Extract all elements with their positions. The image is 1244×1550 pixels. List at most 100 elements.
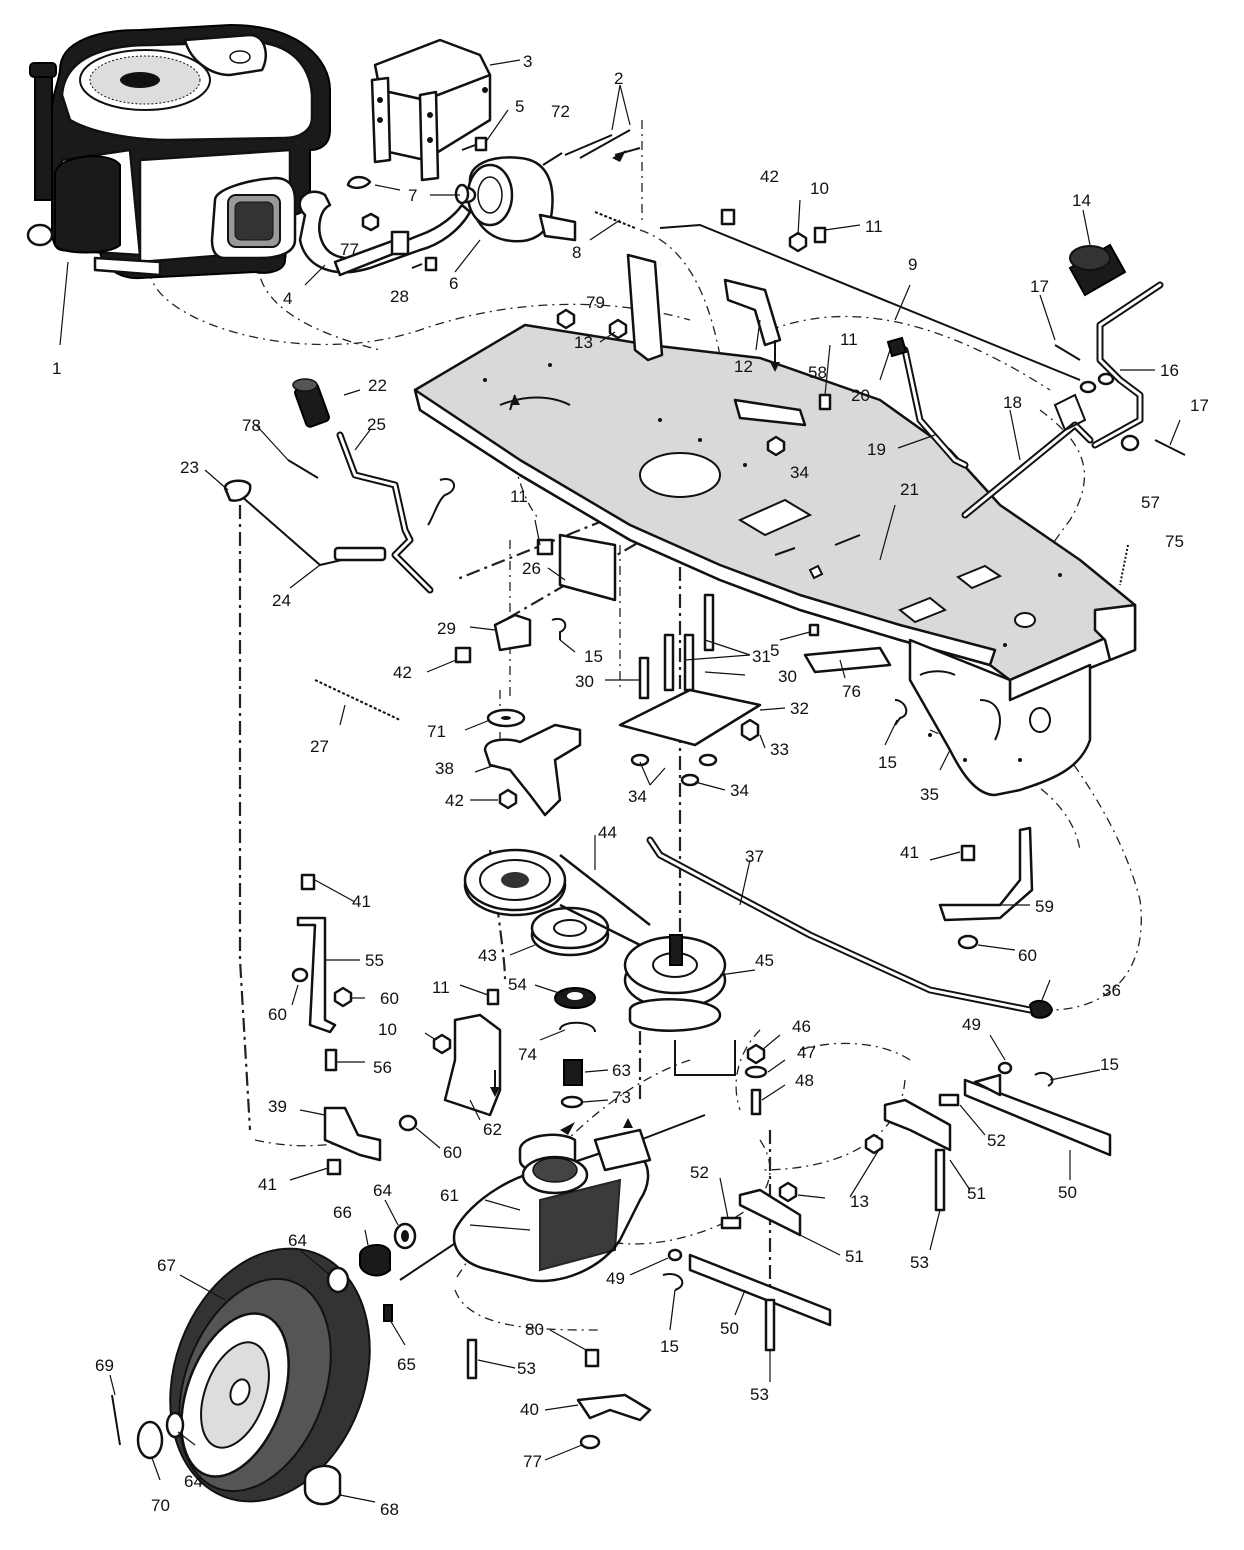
- spring-27: [314, 679, 401, 721]
- exhaust-clamp: [454, 183, 470, 205]
- callout-8: 8: [572, 243, 581, 262]
- callout-11a: 11: [865, 217, 883, 236]
- idler-pulley-43: [530, 906, 610, 957]
- cotter-pin-17b: [1154, 439, 1186, 456]
- bushing-68: [303, 1464, 342, 1506]
- bracket-39: [323, 1106, 382, 1162]
- link-50-upper: [963, 1073, 1112, 1157]
- callout-13a: 13: [574, 333, 593, 352]
- spring-72: [542, 152, 563, 166]
- muffler: [457, 156, 577, 243]
- callout-30a: 30: [575, 672, 594, 691]
- bolt-5-lower: [808, 623, 820, 637]
- callout-32: 32: [790, 699, 809, 718]
- callout-11b: 11: [840, 330, 858, 349]
- muffler-guard: [370, 38, 492, 182]
- washer-64-left: [165, 1411, 185, 1439]
- engine: [26, 23, 331, 280]
- bracket-58: [733, 398, 807, 427]
- callout-4: 4: [283, 289, 292, 308]
- bolts-30-31: [638, 593, 715, 700]
- callout-42a: 42: [760, 167, 779, 186]
- callout-42b: 42: [393, 663, 412, 682]
- callout-50a: 50: [1058, 1183, 1077, 1202]
- callout-60c: 60: [380, 989, 399, 1008]
- nut-13b: [608, 318, 628, 340]
- bracket-51-upper: [883, 1098, 952, 1152]
- callout-52a: 52: [987, 1131, 1006, 1150]
- callout-67: 67: [157, 1256, 176, 1275]
- link-50-lower: [688, 1253, 832, 1327]
- spacer-22: [292, 378, 330, 428]
- callout-56: 56: [373, 1058, 392, 1077]
- callout-15c: 15: [1100, 1055, 1119, 1074]
- washer-49-upper: [997, 1061, 1013, 1075]
- callout-53b: 53: [517, 1359, 536, 1378]
- callout-39: 39: [268, 1097, 287, 1116]
- nut-34-top: [766, 435, 786, 457]
- callout-57: 57: [1141, 493, 1160, 512]
- callout-34c: 34: [730, 781, 749, 800]
- callout-69: 69: [95, 1356, 114, 1375]
- callout-41c: 41: [258, 1175, 277, 1194]
- callout-80: 80: [525, 1320, 544, 1339]
- callout-77a: 77: [340, 240, 359, 259]
- callout-44: 44: [598, 823, 617, 842]
- callout-55: 55: [365, 951, 384, 970]
- callout-17b: 17: [1190, 396, 1209, 415]
- bolt-42-mid: [454, 646, 472, 664]
- washer-49-lower: [667, 1248, 683, 1262]
- callout-52b: 52: [690, 1163, 709, 1182]
- nut-13a: [556, 308, 576, 330]
- callout-79: 79: [586, 293, 605, 312]
- rod-18: [961, 393, 1094, 519]
- exhaust-pipe: [298, 190, 472, 277]
- bolt-11-mid: [818, 393, 832, 411]
- callout-14: 14: [1072, 191, 1091, 210]
- pin-2b: [579, 129, 631, 159]
- drive-belt: [559, 854, 651, 947]
- bolt-80: [584, 1348, 600, 1368]
- muffler-bolt: [461, 136, 488, 152]
- spring-75: [1119, 544, 1129, 586]
- callout-27: 27: [310, 737, 329, 756]
- callout-5: 5: [515, 97, 524, 116]
- callout-54: 54: [508, 975, 527, 994]
- hairpin-clip-15: [551, 617, 567, 640]
- callout-64b: 64: [288, 1231, 307, 1250]
- idler-arm-38: [483, 723, 582, 817]
- callout-50b: 50: [720, 1319, 739, 1338]
- pin-2a: [564, 134, 613, 156]
- washer-16a: [1079, 380, 1097, 394]
- callout-78: 78: [242, 416, 261, 435]
- callout-66: 66: [333, 1203, 352, 1222]
- nut-34a: [630, 753, 650, 767]
- callout-12: 12: [734, 357, 753, 376]
- bolt-48: [750, 1088, 762, 1116]
- clip-78: [287, 459, 319, 479]
- nut-13-upper: [864, 1133, 884, 1155]
- callout-17a: 17: [1030, 277, 1049, 296]
- callout-numbers: 1 2 3 4 5 5 6 7 8 9 10 10 11 11 11 11 12…: [52, 52, 1209, 1519]
- spacer-63: [563, 1059, 583, 1086]
- callout-18: 18: [1003, 393, 1022, 412]
- drive-pulley-45: [623, 934, 727, 1010]
- callout-53a: 53: [910, 1253, 929, 1272]
- callout-71: 71: [427, 722, 446, 741]
- nut-33: [740, 718, 760, 742]
- shift-rod-37: [646, 836, 1034, 1014]
- link-55: [291, 873, 353, 1072]
- clevis-36: [1028, 999, 1054, 1019]
- callout-15d: 15: [660, 1337, 679, 1356]
- hairpin-15-lower: [662, 1273, 684, 1291]
- swivel-52-upper: [938, 1093, 960, 1107]
- rod-9: [659, 223, 1081, 381]
- brake-pedal: [1091, 281, 1164, 449]
- callout-64c: 64: [184, 1472, 203, 1491]
- callout-73: 73: [612, 1088, 631, 1107]
- callout-1: 1: [52, 359, 61, 378]
- hairpin-clip-upper: [427, 478, 455, 526]
- washer-47: [744, 1065, 768, 1079]
- callout-70: 70: [151, 1496, 170, 1515]
- callout-10: 10: [810, 179, 829, 198]
